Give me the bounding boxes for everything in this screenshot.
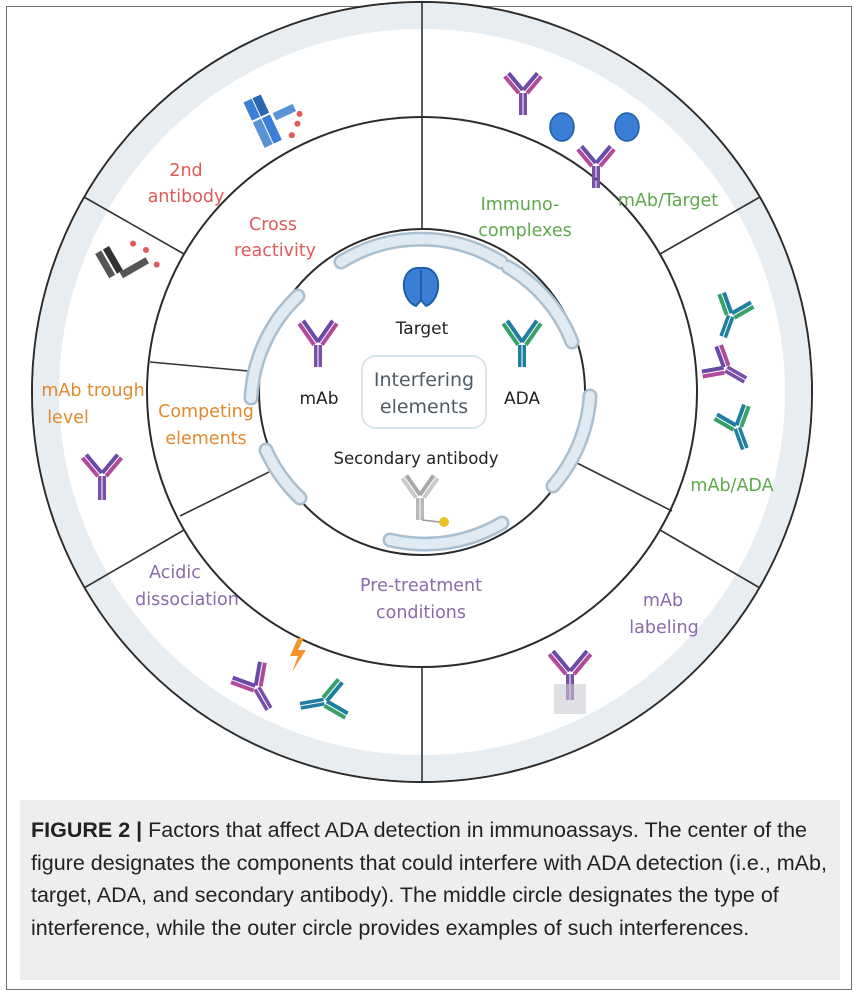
mab-target-icon [503,71,640,188]
outer-label-mab-trough-line1: mAb trough [41,381,144,401]
middle-label-cross-line2: reactivity [234,241,316,261]
mab-trough-icon [80,453,124,500]
outer-label-mab-trough-line2: level [47,408,89,428]
middle-label-pretreatment-line1: Pre-treatment [360,576,482,596]
outer-label-mab-target: mAb/Target [618,191,718,211]
middle-label-competing-line1: Competing [158,402,254,422]
label-target: Target [395,319,449,339]
outer-label-mab-labeling-line1: mAb [643,591,683,611]
middle-label-pretreatment-line2: conditions [376,603,466,623]
center-title-line1: Interfering [374,369,474,391]
label-mab: mAb [300,389,339,409]
caption-text: Factors that affect ADA detection in imm… [31,818,827,940]
diagram: Interfering elements Target mAb ADA Seco… [31,1,813,783]
center-title-line2: elements [380,396,468,418]
outer-dividers [83,2,761,782]
mab-ada-icon [701,291,755,451]
mab-icon [297,319,339,367]
lightning-icon [290,638,306,672]
acidic-dissociation-icon [230,638,349,720]
middle-label-immuno-line2: complexes [478,221,572,241]
second-antibody-icon-gray [95,240,160,279]
outer-label-acidic-line2: dissociation [135,590,239,610]
caption-box [20,800,840,980]
outer-label-2nd-antibody-line2: antibody [148,187,225,207]
label-secondary-antibody: Secondary antibody [333,449,498,468]
ada-icon [501,319,543,367]
outer-label-mab-ada: mAb/ADA [690,476,773,496]
second-antibody-icon-blue [243,94,303,148]
middle-label-cross-line1: Cross [249,215,297,235]
outer-label-mab-labeling-line2: labeling [629,618,698,638]
outer-label-acidic-line1: Acidic [149,563,201,583]
secondary-antibody-icon [400,474,449,527]
label-ada: ADA [504,389,540,409]
mab-labeling-icon [547,649,593,714]
middle-dividers [149,117,673,517]
caption-label: FIGURE 2 | [31,818,143,842]
outer-label-2nd-antibody-line1: 2nd [169,161,202,181]
target-icon [402,266,440,308]
middle-label-competing-line2: elements [165,429,246,449]
middle-label-immuno-line1: Immuno- [481,195,560,215]
inner-arc-segments [243,231,598,552]
figure-caption: FIGURE 2 | Factors that affect ADA detec… [31,814,831,944]
center-label-box [361,355,487,429]
